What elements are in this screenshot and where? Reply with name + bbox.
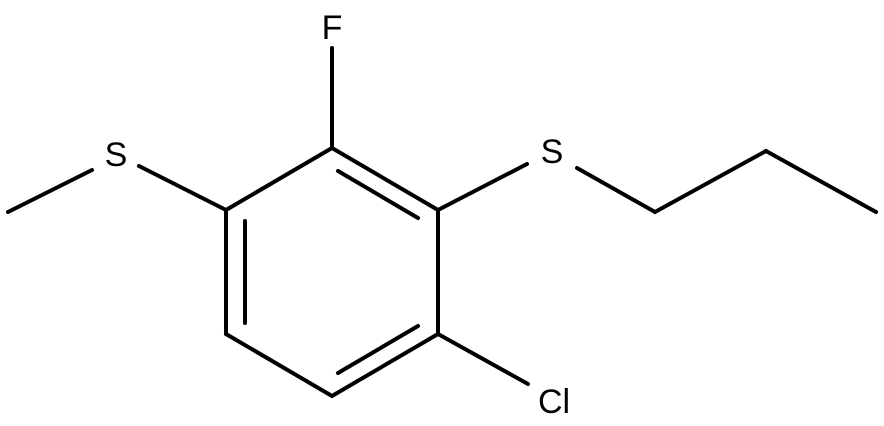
bond-propyl-ch2-ch3 <box>764 149 878 214</box>
atom-label-chlorine: Cl <box>538 383 570 421</box>
atom-label-sulfur-propyl: S <box>541 133 564 171</box>
ring-bond-c6-c1 <box>224 146 334 212</box>
bond-sulfur-propyl-ch2 <box>575 166 657 214</box>
atom-label-sulfur-methyl: S <box>105 136 128 174</box>
inner-double-bond-c3-c4 <box>336 324 420 375</box>
ring-bond-c3-c4 <box>330 332 440 398</box>
ring-bond-c4-c5 <box>224 332 334 398</box>
bond-propyl-ch2-ch2 <box>653 149 768 214</box>
inner-double-bond-c1-c2 <box>336 169 420 220</box>
bond-c2-sulfur <box>436 162 529 212</box>
atom-label-fluorine: F <box>322 9 343 47</box>
ring-bond-c1-c2 <box>330 146 440 212</box>
bond-sulfur-methyl <box>6 168 94 214</box>
bond-c6-sulfur <box>137 164 228 212</box>
bond-c3-chlorine <box>436 332 530 386</box>
